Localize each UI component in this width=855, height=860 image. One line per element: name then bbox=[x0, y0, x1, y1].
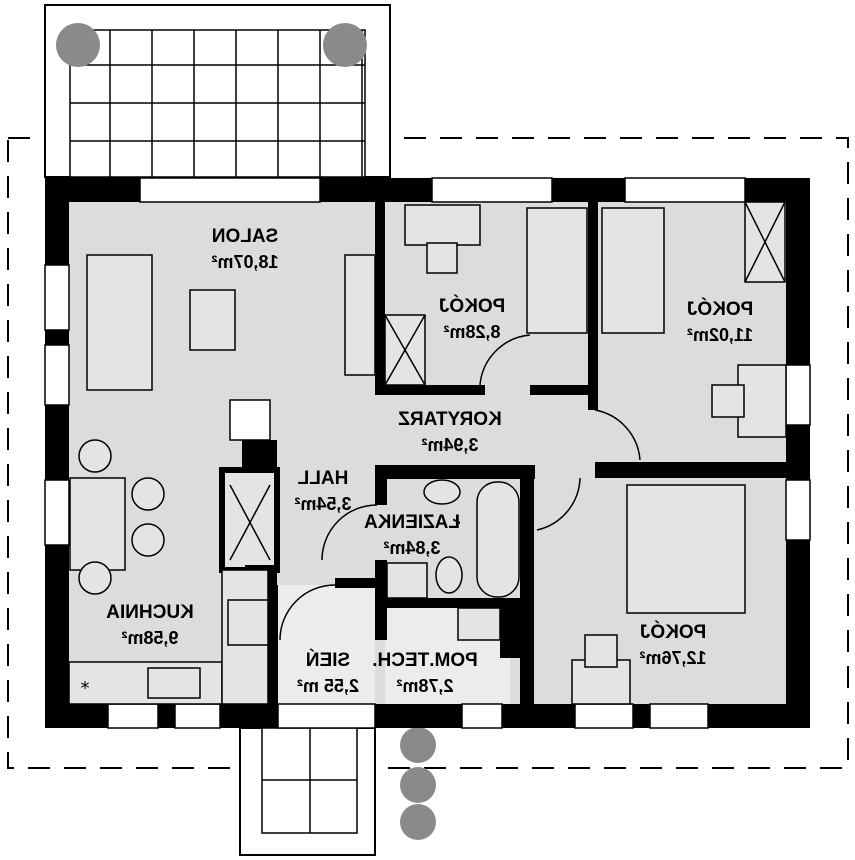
bottom-terrace bbox=[239, 727, 436, 856]
desk-icon bbox=[404, 204, 481, 246]
room-name: KORYTARZ bbox=[398, 409, 502, 430]
fireplace-icon bbox=[229, 399, 271, 441]
room-name: ŁAZIENKA bbox=[364, 512, 460, 533]
room-name: SIEŃ bbox=[306, 649, 350, 671]
room-label-pokoj3: POKÓJ 12,76m² bbox=[639, 621, 706, 668]
room-area: 3,94m² bbox=[421, 435, 478, 455]
room-label-salon: SALON 18,07m² bbox=[211, 226, 278, 272]
chair-icon bbox=[584, 634, 618, 668]
chair-icon bbox=[131, 477, 165, 511]
plant-icon bbox=[323, 23, 367, 67]
room-name: POKÓJ bbox=[640, 621, 707, 643]
room-name: POKÓJ bbox=[687, 298, 754, 320]
room-area: 18,07m² bbox=[211, 252, 278, 272]
roof-outline bbox=[7, 137, 849, 769]
plant-icon bbox=[56, 23, 100, 67]
bed-icon bbox=[601, 207, 665, 334]
stove-icon bbox=[227, 599, 269, 646]
washbasin-icon bbox=[423, 479, 461, 505]
toilet-icon bbox=[435, 556, 463, 594]
room-area: 2,55 m² bbox=[297, 676, 359, 696]
room-label-hall: HALL 3,54m² bbox=[294, 468, 351, 514]
chair-icon bbox=[78, 439, 112, 473]
room-area: 11,02m² bbox=[687, 325, 753, 345]
room-label-sien: SIEŃ 2,55 m² bbox=[297, 649, 359, 696]
plant-icon bbox=[400, 767, 436, 803]
plant-icon bbox=[400, 804, 436, 840]
walls bbox=[44, 177, 811, 729]
chair-icon bbox=[711, 384, 745, 418]
boiler-icon bbox=[457, 607, 501, 641]
desk-icon bbox=[737, 364, 787, 438]
chair-icon bbox=[426, 242, 458, 274]
room-name: HALL bbox=[297, 468, 348, 489]
table-icon bbox=[189, 289, 236, 351]
dining-table-icon bbox=[69, 477, 126, 571]
bed-icon bbox=[526, 207, 588, 334]
sofa-icon bbox=[86, 254, 153, 391]
svg-text:*: * bbox=[81, 678, 90, 699]
room-area: 12,76m² bbox=[639, 648, 706, 668]
room-label-korytarz: KORYTARZ 3,94m² bbox=[398, 409, 502, 455]
room-name: KUCHNIA bbox=[106, 602, 194, 623]
top-terrace bbox=[44, 4, 391, 178]
room-name: POM.TECH. bbox=[372, 650, 478, 671]
room-labels: SALON 18,07m² POKÓJ 8,28m² POKÓJ 11,02m² KORYT… bbox=[106, 226, 753, 696]
room-name: SALON bbox=[212, 226, 279, 247]
room-area: 2,78m² bbox=[396, 676, 453, 696]
room-area: 3,84m² bbox=[383, 538, 440, 558]
double-bed-icon bbox=[626, 484, 746, 614]
chair-icon bbox=[78, 561, 112, 595]
room-label-pomtech: POM.TECH. 2,78m² bbox=[372, 650, 478, 696]
room-label-lazienka: ŁAZIENKA 3,84m² bbox=[364, 512, 460, 558]
shower-icon bbox=[386, 562, 428, 599]
sink-icon bbox=[147, 667, 201, 699]
tv-stand-icon bbox=[344, 254, 376, 376]
room-area: 8,28m² bbox=[443, 322, 500, 342]
chair-icon bbox=[131, 523, 165, 557]
room-name: POKÓJ bbox=[439, 295, 506, 317]
room-label-pokoj2: POKÓJ 11,02m² bbox=[687, 298, 754, 345]
room-area: 3,54m² bbox=[294, 494, 351, 514]
room-label-pokoj1: POKÓJ 8,28m² bbox=[439, 295, 506, 342]
furniture: * bbox=[68, 201, 787, 705]
room-label-kuchnia: KUCHNIA 9,58m² bbox=[106, 602, 194, 648]
bathtub-icon bbox=[476, 481, 520, 598]
plant-icon bbox=[400, 727, 436, 763]
room-area: 9,58m² bbox=[121, 628, 178, 648]
